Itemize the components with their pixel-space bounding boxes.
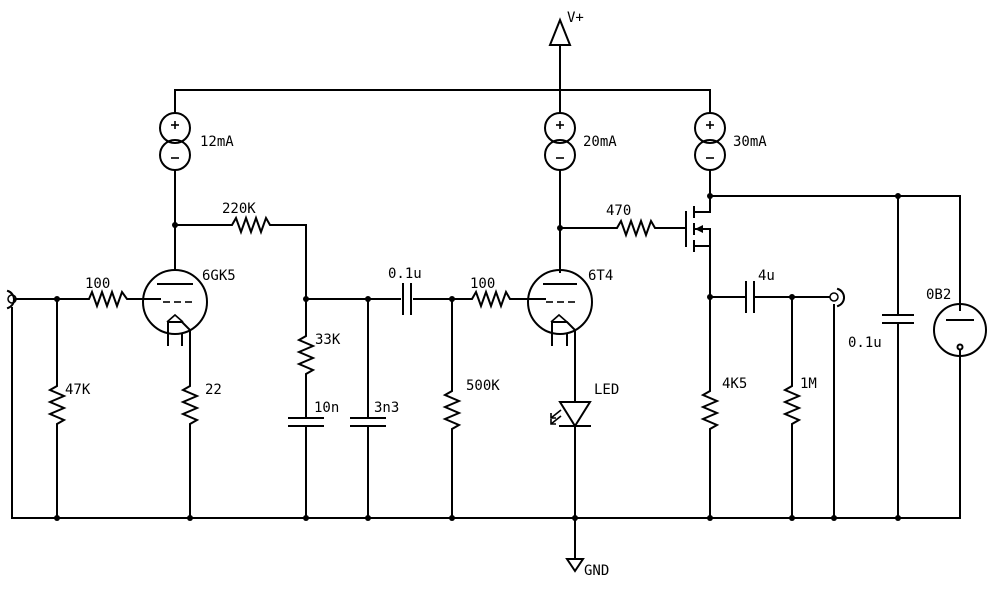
resistor-470: 470 bbox=[606, 203, 663, 238]
ground-bus bbox=[11, 515, 961, 560]
resistor-33k-label: 33K bbox=[315, 332, 341, 348]
current-source-12ma: 12mA bbox=[159, 112, 234, 226]
tube-6gk5-label: 6GK5 bbox=[202, 268, 236, 284]
resistor-1m: 1M bbox=[782, 376, 817, 429]
ground-label: GND bbox=[584, 563, 609, 579]
resistor-33k: 33K bbox=[296, 329, 341, 417]
resistor-grid2-100: 100 bbox=[463, 276, 529, 309]
resistor-500k: 500K bbox=[442, 378, 500, 434]
capacitor-bypass-01u: 0.1u bbox=[848, 314, 914, 351]
supply-symbol: V+ bbox=[548, 10, 584, 46]
resistor-47k-label: 47K bbox=[65, 382, 91, 398]
mosfet-node-wiring bbox=[557, 225, 687, 231]
capacitor-coupling-01u-label: 0.1u bbox=[388, 266, 422, 282]
current-source-30ma-label: 30mA bbox=[733, 134, 767, 150]
resistor-500k-label: 500K bbox=[466, 378, 500, 394]
resistor-grid-100-label: 100 bbox=[85, 276, 110, 292]
output-jack bbox=[829, 287, 845, 308]
current-source-12ma-label: 12mA bbox=[200, 134, 234, 150]
tube-6t4: 6T4 bbox=[527, 268, 613, 401]
mosfet bbox=[685, 195, 711, 386]
capacitor-3n3-label: 3n3 bbox=[374, 400, 399, 416]
input-wiring bbox=[11, 296, 84, 519]
resistor-22: 22 bbox=[180, 379, 222, 519]
capacitor-10n-label: 10n bbox=[314, 400, 339, 416]
supply-label: V+ bbox=[567, 10, 584, 26]
current-source-20ma-label: 20mA bbox=[583, 134, 617, 150]
resistor-grid2-100-label: 100 bbox=[470, 276, 495, 292]
capacitor-10n: 10n bbox=[288, 400, 339, 519]
current-source-20ma: 20mA bbox=[544, 112, 617, 273]
capacitor-coupling-01u: 0.1u bbox=[388, 266, 422, 315]
tube-0b2: 0B2 bbox=[926, 287, 987, 357]
capacitor-bypass-01u-label: 0.1u bbox=[848, 335, 882, 351]
led-label: LED bbox=[594, 382, 619, 398]
capacitor-4u-label: 4u bbox=[758, 268, 775, 284]
resistor-4k5: 4K5 bbox=[700, 376, 747, 519]
capacitor-4u: 4u bbox=[745, 268, 775, 313]
resistor-220k-label: 220K bbox=[222, 201, 256, 217]
led: LED bbox=[550, 382, 619, 519]
resistor-220k: 220K bbox=[222, 201, 273, 235]
resistor-1m-label: 1M bbox=[800, 376, 817, 392]
current-source-30ma: 30mA bbox=[694, 112, 767, 208]
supply-rail bbox=[174, 44, 711, 114]
tube-6gk5: 6GK5 bbox=[139, 224, 236, 381]
resistor-4k5-label: 4K5 bbox=[722, 376, 747, 392]
resistor-470-label: 470 bbox=[606, 203, 631, 219]
tube-6t4-label: 6T4 bbox=[588, 268, 613, 284]
output-wiring bbox=[707, 193, 961, 519]
plate-node-wiring bbox=[172, 222, 307, 331]
tube-0b2-label: 0B2 bbox=[926, 287, 951, 303]
resistor-47k: 47K bbox=[47, 379, 91, 429]
network-wiring bbox=[303, 296, 465, 519]
resistor-grid-100: 100 bbox=[82, 276, 141, 309]
input-jack bbox=[6, 289, 17, 310]
ground-symbol: GND bbox=[565, 558, 609, 579]
resistor-22-label: 22 bbox=[205, 382, 222, 398]
capacitor-3n3: 3n3 bbox=[350, 400, 399, 427]
